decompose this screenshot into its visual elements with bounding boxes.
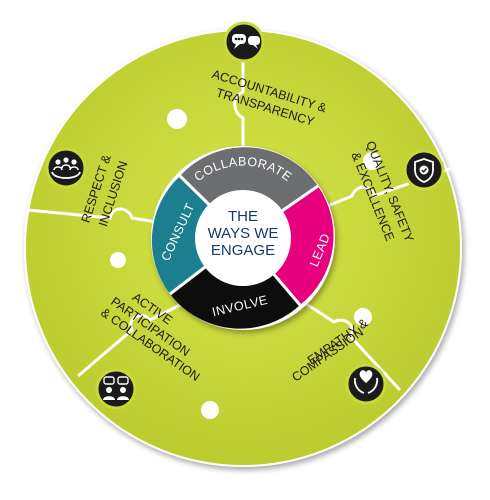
knob-1 [167, 109, 187, 129]
knob-5 [201, 401, 219, 419]
title-line-2: WAYS WE [208, 225, 279, 242]
puzzle-seams [27, 30, 453, 392]
knob-4 [110, 252, 126, 268]
center-circle [195, 190, 291, 286]
chat-bubbles-icon [223, 21, 265, 63]
seam-right [317, 166, 453, 212]
seam-top [233, 30, 245, 160]
people-chat-icon [95, 368, 137, 410]
knob-2 [363, 152, 381, 170]
puzzle-knobs [110, 109, 381, 419]
knob-3 [354, 308, 372, 326]
title-line-1: THE [228, 208, 258, 225]
center-title: THE WAYS WE ENGAGE [208, 208, 279, 259]
seam-lower-left [77, 298, 191, 378]
seam-lower-right [299, 298, 402, 392]
inner-ring [151, 146, 335, 330]
group-hands-icon [45, 147, 87, 189]
shield-check-icon [403, 149, 445, 191]
seam-left [27, 207, 176, 227]
title-line-3: ENGAGE [211, 242, 275, 259]
heart-hands-icon [345, 363, 387, 405]
